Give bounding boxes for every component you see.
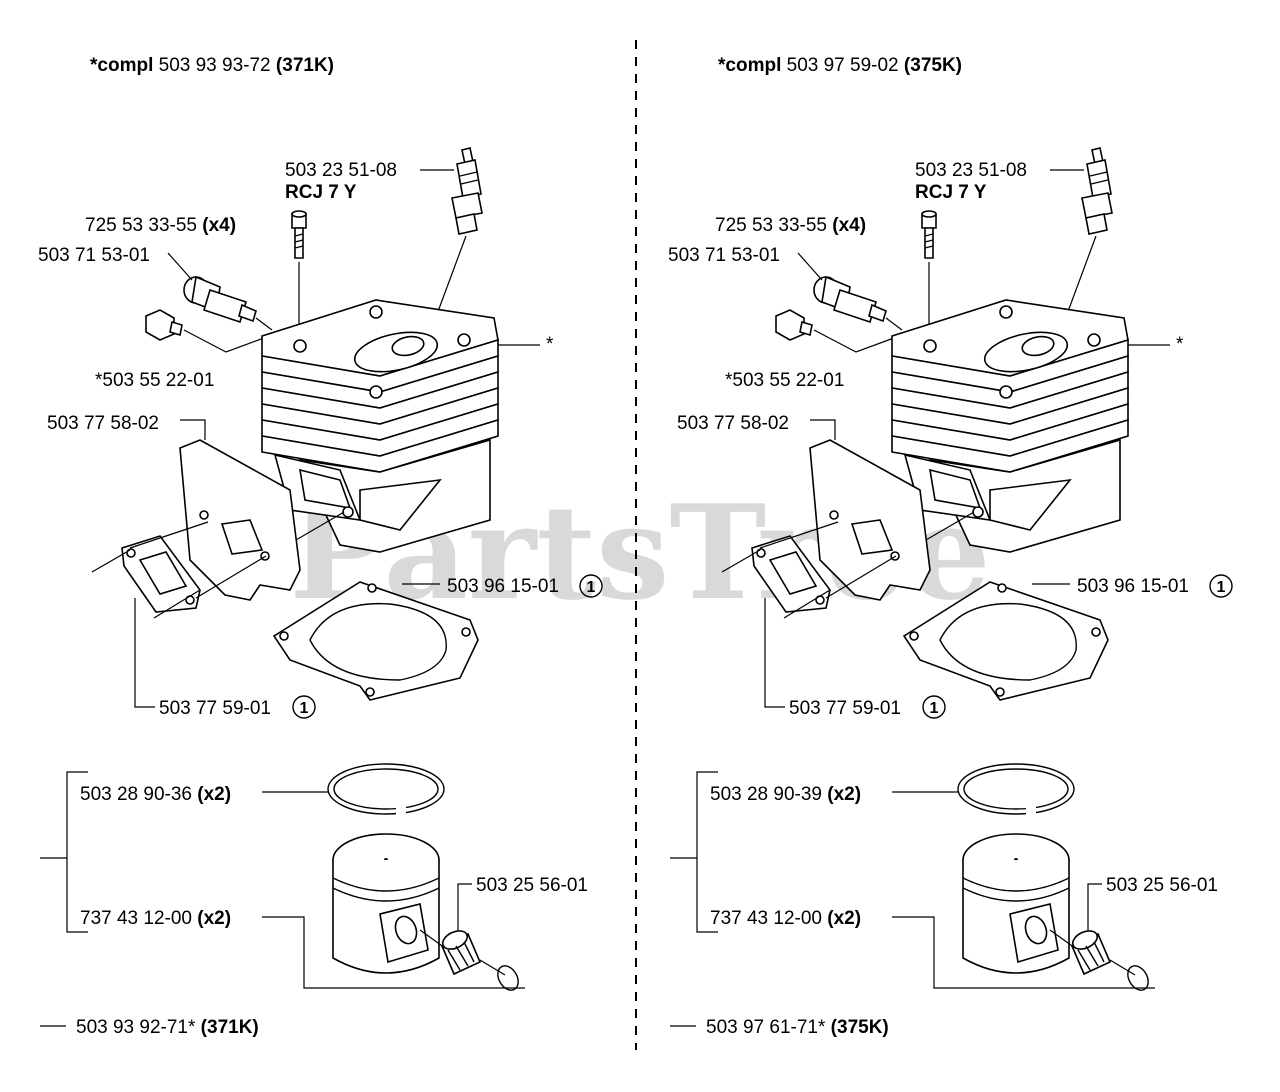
exhaust-gasket-number[interactable]: 503 77 59-01 (789, 698, 901, 719)
exhaust-gasket-number[interactable]: 503 77 59-01 (159, 698, 271, 719)
needle-bearing-number[interactable]: 503 25 56-01 (1106, 875, 1218, 896)
ref-circle (922, 695, 946, 719)
heat-shield-number[interactable]: 503 77 58-02 (677, 413, 789, 434)
spark-plug-type: RCJ 7 Y (915, 182, 987, 203)
cylinder-gasket-number[interactable]: 503 96 15-01 (447, 576, 559, 597)
panel-left: *compl 503 93 93-72 (371K) 503 23 51-08 … (38, 55, 603, 1038)
screw-label[interactable]: 725 53 33-55 (x4) (85, 215, 236, 236)
panel-right: *compl 503 97 59-02 (375K) 503 23 51-08 … (668, 55, 1233, 1038)
decomp-plug-number[interactable]: *503 55 22-01 (95, 370, 214, 391)
decomp-valve-number[interactable]: 503 71 53-01 (38, 245, 150, 266)
piston-ring-label[interactable]: 503 28 90-39 (x2) (710, 784, 861, 805)
spark-plug-number[interactable]: 503 23 51-08 (915, 160, 1027, 181)
ref-circle (292, 695, 316, 719)
piston-kit-label[interactable]: 503 97 61-71* (375K) (706, 1017, 889, 1038)
exhaust-gasket-ref: 1 (300, 700, 309, 717)
spark-plug-number[interactable]: 503 23 51-08 (285, 160, 397, 181)
needle-bearing-number[interactable]: 503 25 56-01 (476, 875, 588, 896)
spark-plug-type: RCJ 7 Y (285, 182, 357, 203)
piston-ring-label[interactable]: 503 28 90-36 (x2) (80, 784, 231, 805)
cylinder-gasket-number[interactable]: 503 96 15-01 (1077, 576, 1189, 597)
cylinder-marker: * (546, 334, 554, 355)
screw-label[interactable]: 725 53 33-55 (x4) (715, 215, 866, 236)
decomp-plug-number[interactable]: *503 55 22-01 (725, 370, 844, 391)
ref-circle (1209, 574, 1233, 598)
header-right: *compl 503 97 59-02 (375K) (718, 55, 962, 76)
cylinder-gasket-ref: 1 (1217, 579, 1226, 596)
exhaust-gasket-ref: 1 (930, 700, 939, 717)
ref-circle (579, 574, 603, 598)
piston-kit-label[interactable]: 503 93 92-71* (371K) (76, 1017, 259, 1038)
circlip-label[interactable]: 737 43 12-00 (x2) (80, 908, 231, 929)
cylinder-marker: * (1176, 334, 1184, 355)
header-left: *compl 503 93 93-72 (371K) (90, 55, 334, 76)
decomp-valve-number[interactable]: 503 71 53-01 (668, 245, 780, 266)
circlip-label[interactable]: 737 43 12-00 (x2) (710, 908, 861, 929)
heat-shield-number[interactable]: 503 77 58-02 (47, 413, 159, 434)
cylinder-gasket-ref: 1 (587, 579, 596, 596)
